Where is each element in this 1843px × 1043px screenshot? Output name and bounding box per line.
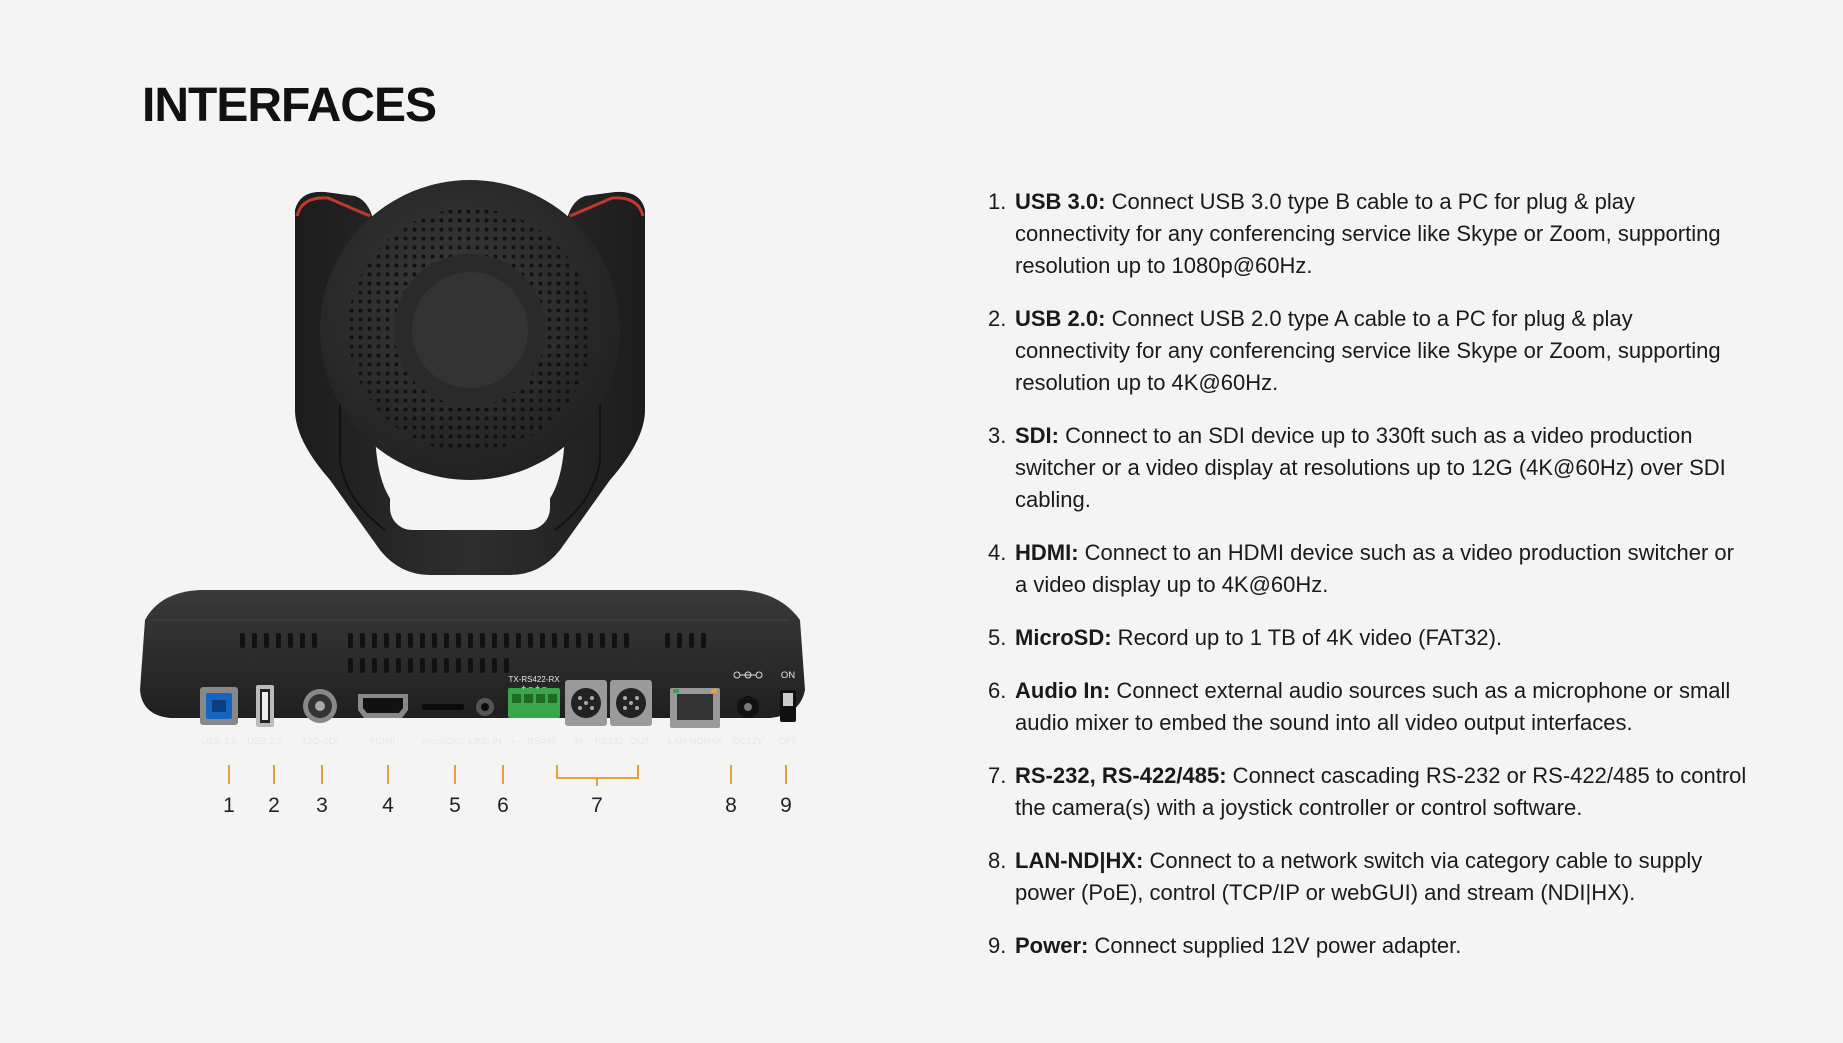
spec-text: Connect external audio sources such as a…	[1015, 678, 1731, 735]
callout-9: 9	[780, 794, 792, 817]
camera-head	[320, 180, 620, 480]
spec-number: 9.	[988, 933, 1007, 958]
dc12v-jack[interactable]	[737, 696, 759, 718]
spec-text: Record up to 1 TB of 4K video (FAT32).	[1111, 625, 1503, 650]
spec-item-lan: 8. LAN-ND|HX: Connect to a network switch…	[988, 845, 1748, 909]
sdi-port[interactable]	[303, 689, 337, 723]
interface-spec-list: 1. USB 3.0: Connect USB 3.0 type B cable …	[988, 186, 1748, 983]
usb20-label: USB 2.0	[247, 736, 282, 747]
spec-term: USB 2.0:	[1015, 306, 1106, 331]
spec-term: Power:	[1015, 933, 1089, 958]
callout-7: 7	[591, 794, 603, 817]
spec-number: 5.	[988, 625, 1007, 650]
red-trim-right	[569, 196, 645, 218]
spec-term: LAN-ND|HX:	[1015, 848, 1144, 873]
callout-2: 2	[268, 794, 280, 817]
rs232-out-port[interactable]	[610, 680, 652, 726]
page-title: INTERFACES	[142, 79, 437, 132]
spec-term: HDMI:	[1015, 540, 1079, 565]
on-label: ON	[781, 670, 795, 681]
spec-text: Connect to a network switch via category…	[1015, 848, 1703, 905]
callout-1: 1	[223, 794, 235, 817]
rs232-in-label: IN	[573, 736, 583, 747]
spec-text: Connect USB 3.0 type B cable to a PC for…	[1015, 189, 1721, 278]
line-in-jack[interactable]	[476, 698, 494, 716]
spec-number: 4.	[988, 540, 1007, 565]
off-label: OFF	[779, 736, 798, 747]
rs232-in-port[interactable]	[565, 680, 607, 726]
hdmi-label: HDMI	[371, 736, 395, 747]
dc-polarity-icon	[733, 671, 763, 679]
spec-term: MicroSD:	[1015, 625, 1112, 650]
spec-number: 3.	[988, 423, 1007, 448]
spec-item-usb20: 2. USB 2.0: Connect USB 2.0 type A cable …	[988, 303, 1748, 399]
spec-item-hdmi: 4. HDMI: Connect to an HDMI device such a…	[988, 537, 1748, 601]
spec-item-audio-in: 6. Audio In: Connect external audio sourc…	[988, 675, 1748, 739]
spec-item-power: 9. Power: Connect supplied 12V power adap…	[988, 930, 1748, 962]
spec-text: Connect to an HDMI device such as a vide…	[1015, 540, 1734, 597]
spec-item-usb30: 1. USB 3.0: Connect USB 3.0 type B cable …	[988, 186, 1748, 282]
camera-rear-figure: USB 3.0 USB 2.0 12G-SDI HDMI microSDXC L…	[140, 180, 920, 830]
spec-text: Connect USB 2.0 type A cable to a PC for…	[1015, 306, 1721, 395]
spec-number: 2.	[988, 306, 1007, 331]
callout-5: 5	[449, 794, 461, 817]
rs422-label: TX-RS422-RX	[508, 675, 560, 684]
rs422-signs: + − + −	[521, 683, 547, 692]
callout-4: 4	[382, 794, 394, 817]
spec-text: Connect cascading RS-232 or RS-422/485 t…	[1015, 763, 1747, 820]
microsd-label: microSDXC	[422, 737, 464, 746]
spec-number: 6.	[988, 678, 1007, 703]
spec-number: 7.	[988, 763, 1007, 788]
rs232-label: RS232	[594, 736, 623, 747]
usb30-label: USB 3.0	[201, 736, 236, 747]
lan-label: LAN-NDI|HX	[668, 736, 722, 747]
lan-port[interactable]	[670, 688, 720, 728]
spec-term: USB 3.0:	[1015, 189, 1106, 214]
microsd-slot[interactable]	[422, 704, 464, 710]
spec-term: RS-232, RS-422/485:	[1015, 763, 1227, 788]
sdi-label: 12G-SDI	[302, 736, 339, 747]
spec-term: Audio In:	[1015, 678, 1111, 703]
spec-number: 8.	[988, 848, 1007, 873]
spec-item-sdi: 3. SDI: Connect to an SDI device up to 33…	[988, 420, 1748, 516]
power-switch[interactable]	[780, 690, 796, 722]
spec-text: Connect supplied 12V power adapter.	[1088, 933, 1462, 958]
usb20-port[interactable]	[256, 685, 274, 727]
callout-3: 3	[316, 794, 328, 817]
spec-item-microsd: 5. MicroSD: Record up to 1 TB of 4K video…	[988, 622, 1748, 654]
callout-8: 8	[725, 794, 737, 817]
spec-item-rs232-rs422: 7. RS-232, RS-422/485: Connect cascading …	[988, 760, 1748, 824]
rs232-out-label: OUT	[630, 736, 650, 747]
dc12v-label: DC12V	[733, 736, 764, 747]
spec-text: Connect to an SDI device up to 330ft suc…	[1015, 423, 1726, 512]
hdmi-port[interactable]	[358, 694, 408, 718]
spec-term: SDI:	[1015, 423, 1059, 448]
vent-slots	[240, 633, 706, 673]
red-trim-left	[295, 196, 371, 218]
linein-label: LINE IN	[468, 736, 501, 747]
rs485-signs: + −	[510, 737, 522, 746]
rs485-terminal-block[interactable]	[508, 688, 560, 718]
spec-number: 1.	[988, 189, 1007, 214]
usb30-port[interactable]	[200, 687, 238, 725]
camera-illustration: USB 3.0 USB 2.0 12G-SDI HDMI microSDXC L…	[140, 180, 805, 817]
callout-6: 6	[497, 794, 509, 817]
callout-leaders	[228, 765, 787, 786]
rs485-label: RS485	[527, 736, 556, 747]
